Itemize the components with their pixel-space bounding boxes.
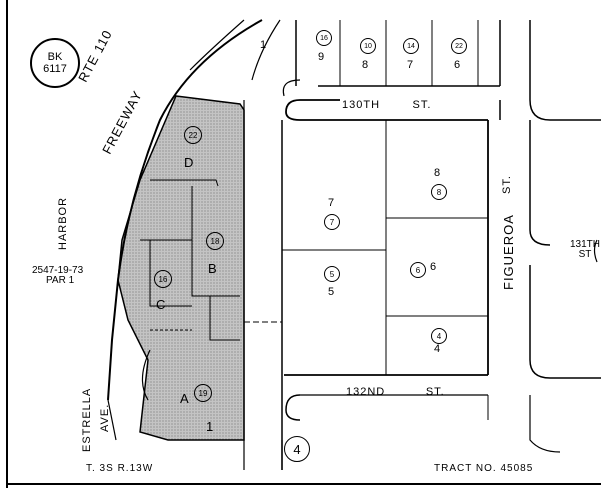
lot-letter-c: C: [156, 297, 167, 312]
lot-number-8: 8: [434, 167, 442, 179]
parcel-reference: 2547-19-73 PAR 1: [32, 265, 84, 286]
top-lot-1: 1: [260, 39, 268, 51]
st-130th-label: 130TH ST.: [342, 99, 432, 111]
parcel-circle: 16: [154, 270, 172, 288]
parcel-circle: 14: [403, 38, 419, 54]
parcel-circle: 10: [360, 38, 376, 54]
parcel-circle: 8: [431, 184, 447, 200]
lot-number-6: 6: [430, 261, 438, 273]
top-lot-8: 8: [362, 59, 370, 71]
lot-number-7: 7: [328, 197, 336, 209]
township-range: T. 3S R.13W: [86, 463, 154, 474]
parcel-circle: 22: [451, 38, 467, 54]
book-badge: BK 6117: [30, 38, 80, 88]
lot-number-1: 1: [206, 419, 215, 434]
figueroa-label: FIGUEROA: [501, 214, 516, 290]
book-number: 6117: [43, 63, 67, 75]
tract-number: TRACT NO. 45085: [434, 463, 534, 474]
shaded-parcel: [117, 95, 245, 441]
parcel-circle: 4: [431, 328, 447, 344]
top-lot-6: 6: [454, 59, 462, 71]
figueroa-st-label: ST.: [501, 175, 513, 194]
parcel-circle: 5: [324, 266, 340, 282]
harbor-label: HARBOR: [57, 196, 69, 250]
estrella-ave-label: AVE.: [99, 403, 111, 432]
lot-letter-b: B: [208, 261, 218, 276]
lot-letter-d: D: [184, 155, 195, 170]
lot-letter-a: A: [180, 391, 190, 406]
st-131st-label: 131TH ST: [570, 239, 601, 260]
book-label: BK: [47, 51, 63, 63]
parcel-circle: 6: [410, 262, 426, 278]
st-132nd-label: 132ND ST.: [346, 386, 445, 398]
page-number-circle: 4: [284, 436, 310, 462]
lot-number-4: 4: [434, 343, 442, 355]
parcel-circle: 19: [194, 384, 212, 402]
top-lot-9: 9: [318, 51, 326, 63]
estrella-label: ESTRELLA: [81, 387, 93, 452]
top-lot-7: 7: [407, 59, 415, 71]
parcel-circle: 7: [324, 214, 340, 230]
parcel-circle: 16: [316, 30, 332, 46]
parcel-circle: 22: [184, 126, 202, 144]
lot-number-5: 5: [328, 286, 336, 298]
parcel-circle: 18: [206, 232, 224, 250]
